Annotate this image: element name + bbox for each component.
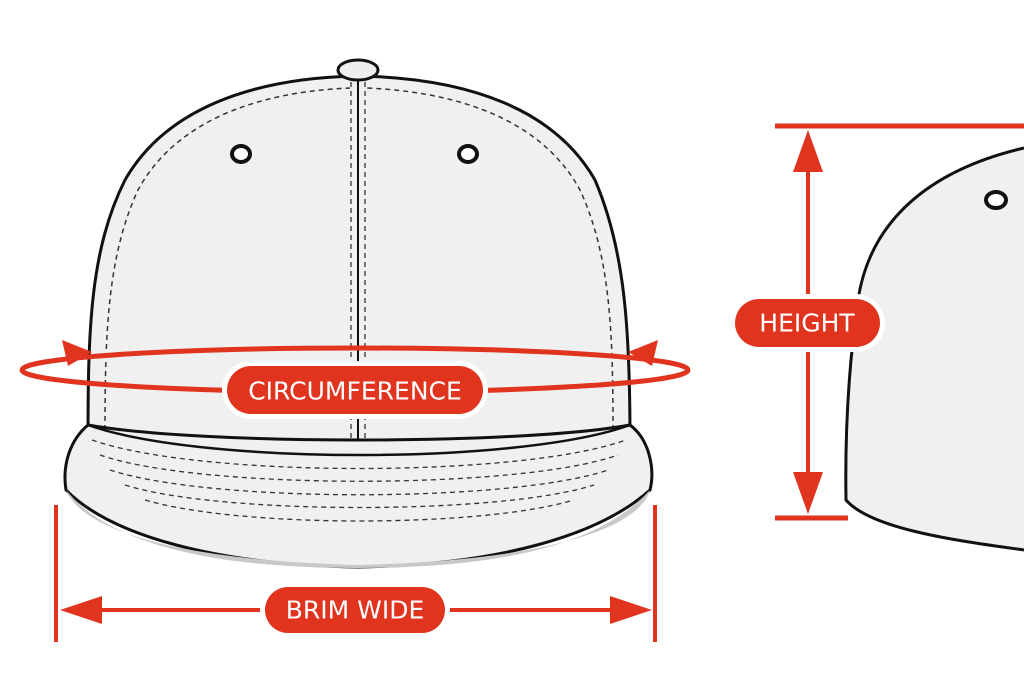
arrow-up-icon — [793, 130, 823, 172]
brim-wide-label-pill — [265, 587, 445, 633]
cap-brim — [63, 423, 654, 569]
eyelet-side — [984, 190, 1008, 210]
eyelet-left — [230, 144, 252, 164]
arrow-right-icon — [628, 340, 658, 366]
height-label: HEIGHT — [759, 309, 855, 338]
arrow-right-icon — [610, 596, 652, 624]
brim-wide-label: BRIM WIDE — [286, 596, 425, 625]
brim-wide-measure: BRIM WIDE — [54, 505, 657, 642]
arrow-down-icon — [793, 472, 823, 514]
cap-button — [336, 58, 380, 82]
eyelet-right — [457, 144, 479, 164]
arrow-left-icon — [60, 596, 102, 624]
circumference-measure: CIRCUMFERENCE — [19, 340, 691, 419]
height-measure: HEIGHT — [730, 123, 1024, 521]
arrow-left-icon — [62, 340, 92, 366]
front-cap — [63, 58, 654, 569]
side-cap — [844, 146, 1024, 552]
height-label-pill — [735, 299, 880, 347]
circumference-label-pill — [227, 366, 483, 414]
circumference-label: CIRCUMFERENCE — [248, 377, 462, 406]
